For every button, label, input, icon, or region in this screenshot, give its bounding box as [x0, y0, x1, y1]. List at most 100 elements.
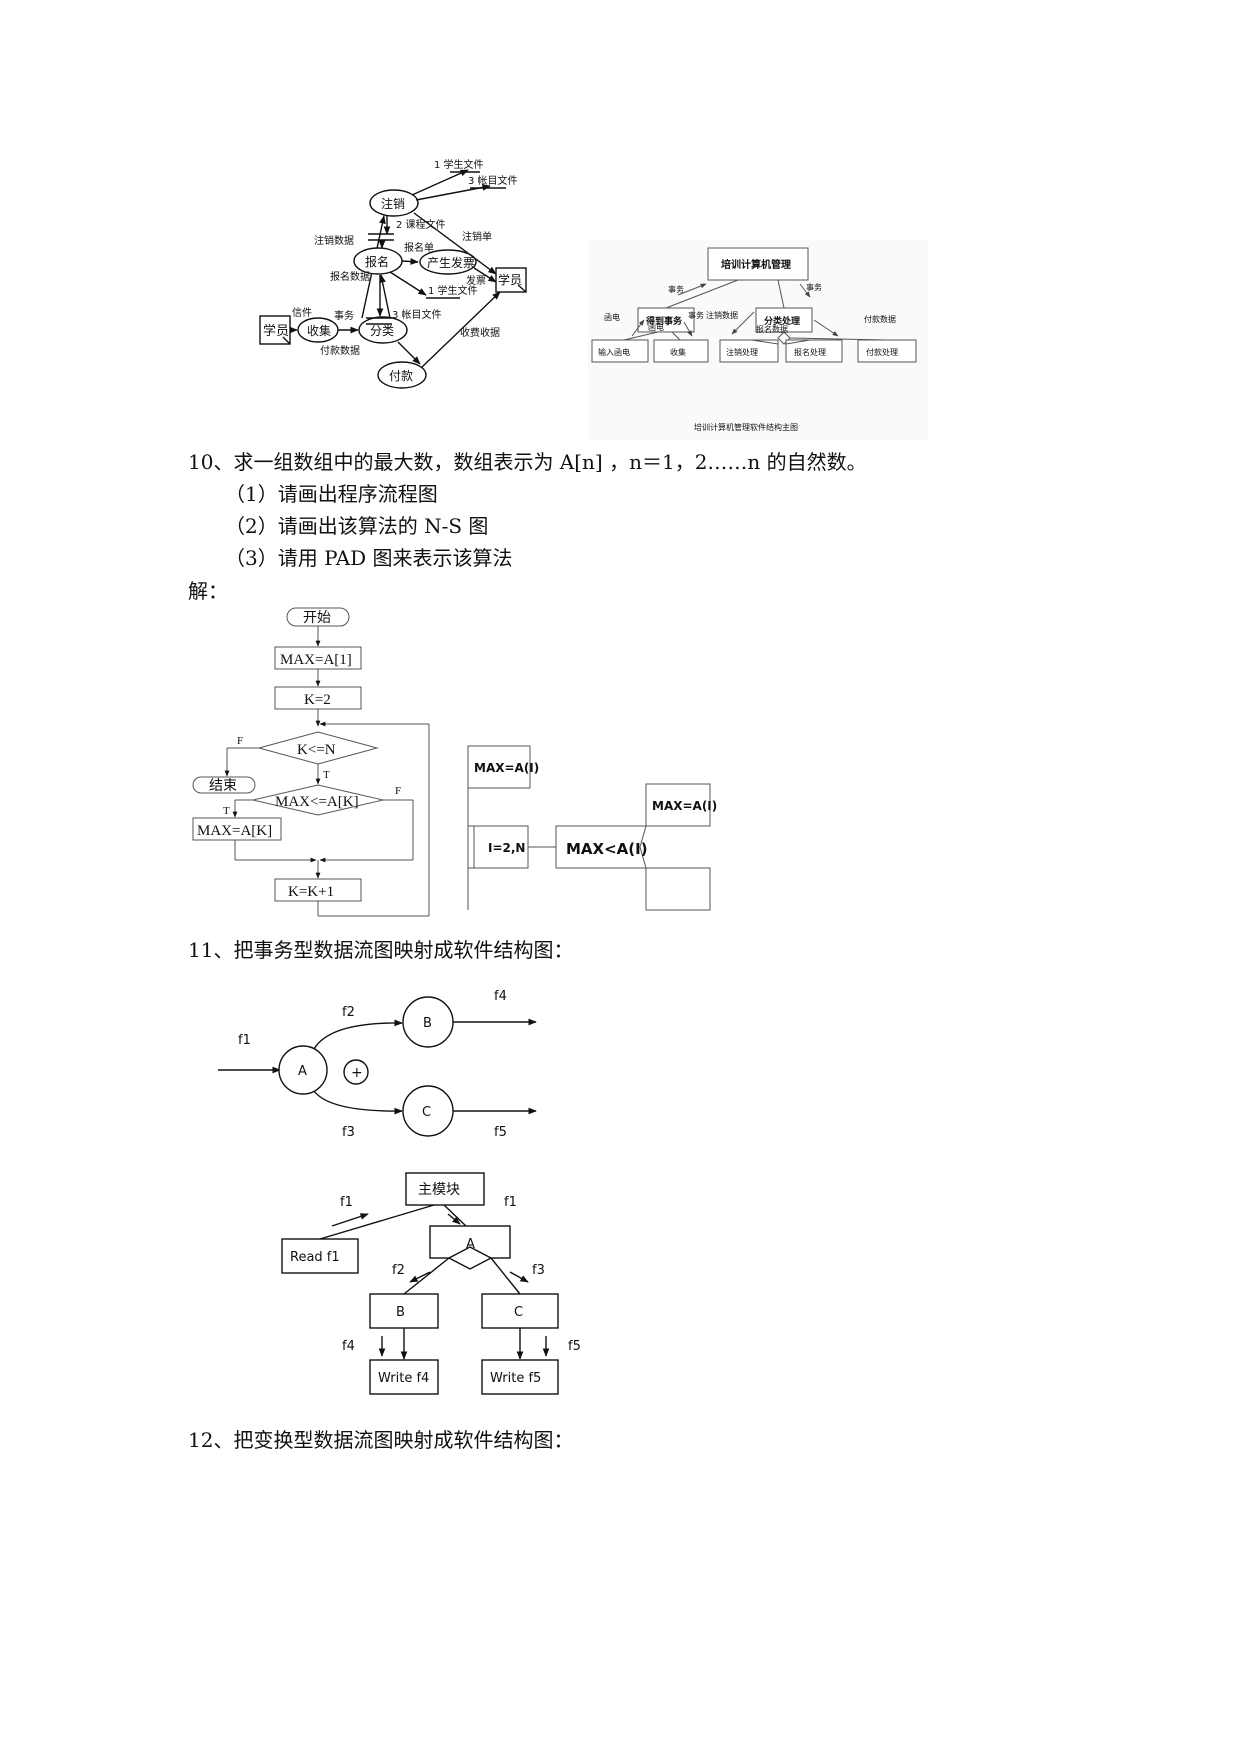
- sc2-write5-box: [481, 1359, 559, 1395]
- dfd1-store-course: 2 课程文件: [396, 218, 446, 231]
- dfd1-cancel-data-label: 注销数据: [314, 234, 354, 247]
- fc-cond2-false: F: [395, 785, 401, 797]
- sc1-letter2: 函电: [648, 322, 664, 332]
- dfd2-f2: f2: [342, 1005, 355, 1020]
- fc-kinit-label: K=2: [304, 692, 331, 708]
- q10-sub2: （2）请画出该算法的 N-S 图: [225, 514, 489, 538]
- sc1-leaf-register-label: 报名处理: [794, 347, 826, 357]
- sc2-f2: f2: [392, 1263, 405, 1278]
- pad-assign-label: MAX=A(I): [652, 799, 717, 813]
- pad-assign-box: [645, 783, 711, 827]
- sc2-read-label: Read f1: [290, 1250, 340, 1265]
- fc-cond1-diamond: [257, 731, 379, 765]
- sc1-tx-left: 事务: [668, 284, 684, 294]
- fc-assign-label: MAX=A[K]: [197, 823, 272, 839]
- transaction-dfd: f1 A + f2 B f4 f3 C f5: [218, 989, 537, 1140]
- dfd1-register-data-label: 报名数据: [330, 270, 370, 283]
- q11-stem: 11、把事务型数据流图映射成软件结构图：: [188, 938, 574, 962]
- dfd1-store-account-mid: 3 帐目文件: [392, 308, 442, 321]
- sc2-f3: f3: [532, 1263, 545, 1278]
- pad-cond-box: [555, 825, 647, 869]
- sc1-get-tx-box: [637, 307, 695, 333]
- sc1-classify-box: [755, 307, 813, 333]
- sc1-leaf-collect-label: 收集: [670, 347, 686, 357]
- dfd1-cancel-slip-label: 注销单: [462, 230, 492, 243]
- sc2-a-label: A: [466, 1237, 475, 1252]
- fc-end-label: 结束: [209, 778, 237, 794]
- dfd2-f4: f4: [494, 989, 507, 1004]
- pad-init-box: [467, 745, 531, 789]
- sc1-leaf-input-label: 输入函电: [598, 347, 630, 357]
- sc2-b-label: B: [396, 1305, 405, 1320]
- fc-cond2-label: MAX<=A[K]: [275, 794, 359, 810]
- fc-assign-box: [192, 817, 282, 841]
- pad-loop-label: I=2,N: [488, 841, 525, 855]
- sc1-leaf-cancel: [719, 339, 779, 363]
- pad-init-label: MAX=A(I): [474, 761, 539, 775]
- sc2-a-box: [429, 1225, 511, 1259]
- dfd2-f1: f1: [238, 1033, 251, 1048]
- dfd1-invoice-label: 产生发票: [427, 255, 475, 270]
- fc-cond2-true: T: [223, 805, 230, 817]
- dfd1-fee-receipt-label: 收费收据: [460, 326, 500, 339]
- sc2-f1-left: f1: [340, 1195, 353, 1210]
- fc-end: [192, 776, 256, 794]
- sc1-root-box: [707, 247, 809, 281]
- sc2-main-label: 主模块: [418, 1182, 460, 1198]
- sc2-f1-right: f1: [504, 1195, 517, 1210]
- fc-init-label: MAX=A[1]: [280, 652, 352, 668]
- dfd1-cancel-label: 注销: [381, 196, 405, 211]
- q12-stem: 12、把变换型数据流图映射成软件结构图：: [188, 1428, 574, 1452]
- structure-chart-training: 培训计算机管理 得到事务 分类处理 事务 事务 输入函电 收集 注销处理 报名处…: [588, 240, 928, 440]
- dfd1-classify-label: 分类: [370, 324, 394, 338]
- dfd1-invoice-bubble: [419, 249, 477, 275]
- dfd1-register-slip-label: 报名单: [404, 241, 434, 254]
- sc1-register-data: 报名数据: [756, 324, 788, 334]
- dfd1-invoice-out-label: 发票: [466, 274, 486, 287]
- dfd1-pay-label: 付款: [389, 369, 413, 383]
- sc1-tx-right: 事务: [806, 282, 822, 292]
- sc2-write4-box: [369, 1359, 439, 1395]
- sc2-read-box: [281, 1238, 359, 1274]
- dfd2-plus-label: +: [351, 1065, 363, 1081]
- dfd2-plus: [343, 1059, 369, 1085]
- sc1-leaf-pay-label: 付款处理: [866, 347, 898, 357]
- dfd1-pay-bubble: [377, 361, 427, 389]
- dfd1-register-label: 报名: [365, 254, 389, 269]
- sc1-classify-label: 分类处理: [764, 315, 800, 327]
- dfd1-collect-label: 收集: [307, 323, 331, 338]
- dfd1-student-left: [259, 315, 291, 345]
- sc1-tx-small: 事务: [688, 310, 704, 320]
- dfd2-a-label: A: [298, 1064, 307, 1079]
- sc1-leaf-collect: [653, 339, 709, 363]
- sc2-a-diamond: [447, 1246, 493, 1270]
- q10-sub1: （1）请画出程序流程图: [225, 482, 438, 506]
- sc1-root-label: 培训计算机管理: [721, 258, 791, 271]
- program-flowchart: 开始 MAX=A[1] K=2 K<=N F 结束 T MAX<=A[K] T …: [192, 607, 430, 917]
- sc1-leaf-pay: [857, 339, 917, 363]
- sc1-get-tx-label: 得到事务: [645, 315, 683, 327]
- sc1-letter1: 函电: [604, 312, 620, 322]
- dfd1-student-right: [495, 267, 527, 293]
- sc1-leaf-cancel-label: 注销处理: [726, 347, 758, 357]
- dfd2-b-label: B: [423, 1016, 432, 1031]
- sc1-leaf-register: [785, 339, 843, 363]
- fc-cond1-true: T: [323, 769, 330, 781]
- dfd1-student-left-label: 学员: [263, 323, 289, 339]
- dfd2-f5: f5: [494, 1125, 507, 1140]
- fc-cond1-false: F: [237, 735, 243, 747]
- fc-start-label: 开始: [303, 610, 331, 626]
- sc1-cancel-data: 注销数据: [706, 310, 738, 320]
- sc2-write4-label: Write f4: [378, 1371, 429, 1386]
- dfd1-cancel-bubble: [369, 189, 419, 217]
- dfd1-letter-label: 信件: [292, 307, 312, 319]
- fc-cond1-label: K<=N: [297, 742, 336, 758]
- sc2-f5: f5: [568, 1339, 581, 1354]
- sc2-write5-label: Write f5: [490, 1371, 541, 1386]
- pad-cond-label: MAX<A(I): [566, 840, 648, 858]
- q10-answer-label: 解：: [188, 579, 228, 603]
- dfd1-pay-data-label: 付款数据: [320, 344, 360, 357]
- structure-chart-transaction: 主模块 Read f1 f1 A f1 B C f2 f3 Write f4 W…: [281, 1172, 581, 1395]
- sc1-caption: 培训计算机管理软件结构主图: [694, 422, 798, 432]
- dfd1-student-right-label: 学员: [498, 272, 522, 287]
